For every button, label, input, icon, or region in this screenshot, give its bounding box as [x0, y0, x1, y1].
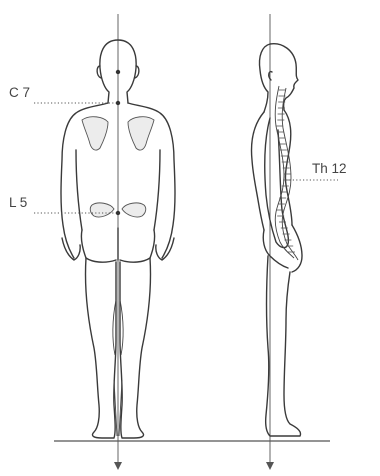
pelvis-left	[90, 203, 114, 217]
lateral-view: Th 12	[252, 14, 347, 470]
torso-side	[252, 110, 293, 230]
hip-side	[263, 225, 302, 272]
c7-label: C 7	[9, 85, 30, 100]
pelvis-right	[122, 203, 146, 217]
c7-marker	[116, 101, 120, 105]
leg-side	[266, 256, 301, 436]
l5-marker	[116, 211, 120, 215]
l5-label: L 5	[9, 195, 27, 210]
occiput-marker	[116, 70, 120, 74]
plumb-bob-back	[114, 462, 122, 470]
posterior-view: C 7 L 5	[9, 14, 175, 470]
scapula-left	[82, 117, 108, 150]
scapula-right	[128, 117, 154, 150]
spine-column	[275, 86, 298, 260]
plumb-bob-side	[266, 462, 274, 470]
th12-label: Th 12	[312, 161, 347, 176]
buttocks	[86, 228, 150, 262]
